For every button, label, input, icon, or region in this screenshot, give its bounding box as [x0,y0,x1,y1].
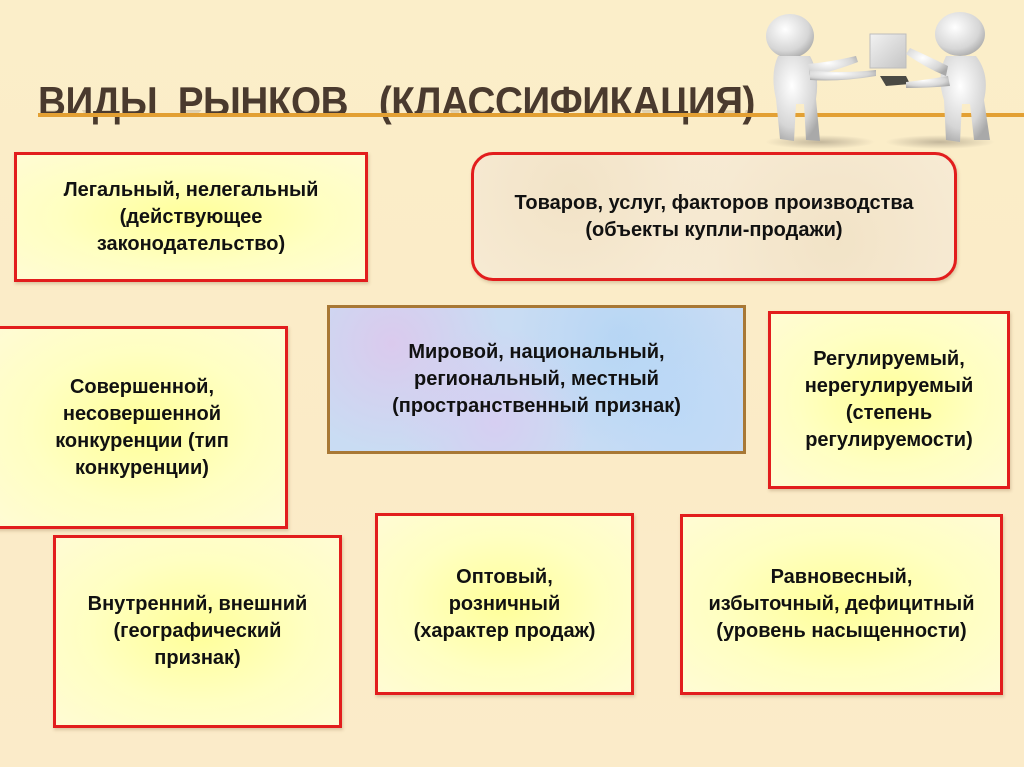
people-exchange-illustration-icon [765,12,995,149]
category-box-saturation: Равновесный, избыточный, дефицитный (уро… [680,514,1003,695]
category-text: Мировой, национальный, региональный, мес… [392,341,681,417]
title-underline [38,113,1024,117]
category-box-competition: Совершенной, несовершенной конкуренции (… [0,326,288,529]
category-box-objects: Товаров, услуг, факторов производства (о… [471,152,957,281]
category-text: Легальный, нелегальный (действующее зако… [63,178,319,255]
slide-title: ВИДЫ РЫНКОВ (КЛАССИФИКАЦИЯ) [38,78,755,125]
category-text: Товаров, услуг, факторов производства (о… [514,191,914,241]
category-box-geographic: Внутренний, внешний (географический приз… [53,535,342,728]
category-box-legal: Легальный, нелегальный (действующее зако… [14,152,368,282]
category-box-regulation: Регулируемый, нерегулируемый (степень ре… [768,311,1010,489]
category-box-spatial: Мировой, национальный, региональный, мес… [327,305,746,454]
category-box-sales: Оптовый, розничный (характер продаж) [375,513,634,695]
category-text: Регулируемый, нерегулируемый (степень ре… [804,348,974,451]
category-text: Внутренний, внешний (географический приз… [87,593,308,669]
category-text: Равновесный, избыточный, дефицитный (уро… [708,566,975,642]
category-text: Совершенной, несовершенной конкуренции (… [55,375,229,479]
category-text: Оптовый, розничный (характер продаж) [413,565,596,642]
